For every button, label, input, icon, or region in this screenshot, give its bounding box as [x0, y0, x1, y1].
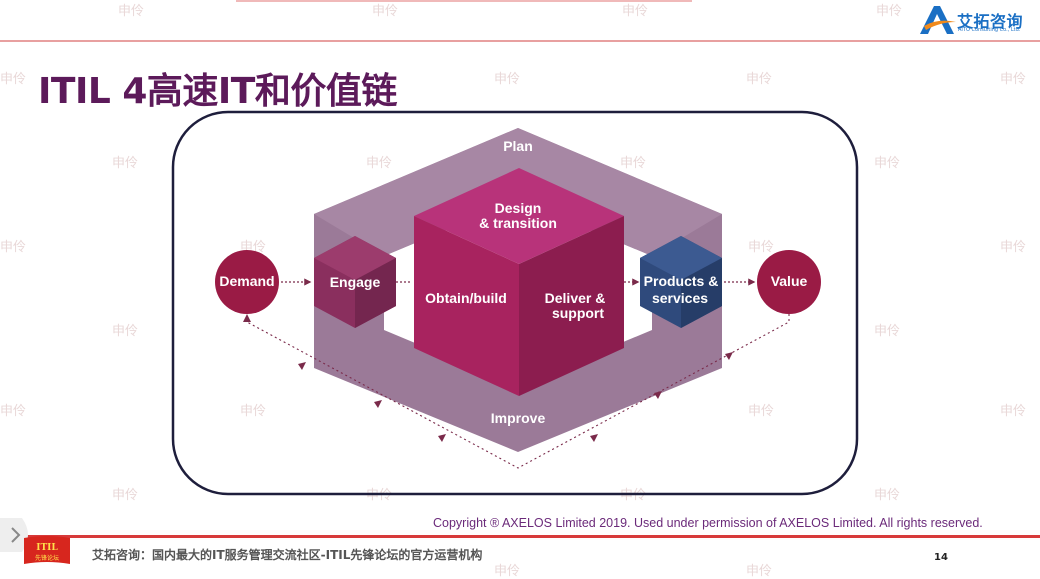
- value-chain-frame: [171, 110, 859, 496]
- improve-label: Improve: [491, 410, 546, 426]
- logo-subtitle: AITO Consulting Co., Ltd.: [958, 27, 1021, 33]
- products-label-line1: Products &: [644, 273, 719, 289]
- svg-text:先锋论坛: 先锋论坛: [35, 554, 59, 562]
- products-label-line2: services: [652, 290, 708, 306]
- top-accent-line: [236, 0, 692, 2]
- itil-flag-icon: ITIL 先锋论坛: [24, 536, 70, 564]
- central-cube-left: [414, 216, 519, 396]
- page-number: 14: [934, 552, 948, 563]
- demand-circle: [215, 250, 279, 314]
- footer-text: 艾拓咨询：国内最大的IT服务管理交流社区-ITIL先锋论坛的官方运营机构: [92, 548, 483, 562]
- logo-text: 艾拓咨询: [957, 12, 1024, 31]
- value-label: Value: [771, 273, 808, 289]
- deliver-label-line2: support: [552, 305, 604, 321]
- deliver-label-line1: Deliver &: [545, 290, 606, 306]
- copyright-notice: Copyright ® AXELOS Limited 2019. Used un…: [433, 516, 983, 530]
- company-logo: 艾拓咨询 AITO Consulting Co., Ltd.: [918, 4, 1030, 38]
- value-circle: [757, 250, 821, 314]
- obtain-label: Obtain/build: [425, 290, 507, 306]
- plan-label: Plan: [503, 138, 533, 154]
- itil-forum-badge: ITIL 先锋论坛: [22, 534, 72, 568]
- design-label-line1: Design: [495, 200, 542, 216]
- logo-a-icon: [920, 6, 956, 34]
- prev-slide-button[interactable]: [0, 518, 34, 552]
- slide-title: ITIL 4高速IT和价值链: [38, 71, 397, 112]
- footer-rule: [0, 535, 1040, 538]
- design-label-line2: & transition: [479, 215, 557, 231]
- svg-text:ITIL: ITIL: [36, 543, 58, 553]
- demand-label: Demand: [219, 273, 274, 289]
- engage-label: Engage: [330, 274, 381, 290]
- central-cube-right: [519, 216, 624, 396]
- header-rule: [0, 40, 1040, 42]
- chevron-left-icon: [0, 518, 28, 552]
